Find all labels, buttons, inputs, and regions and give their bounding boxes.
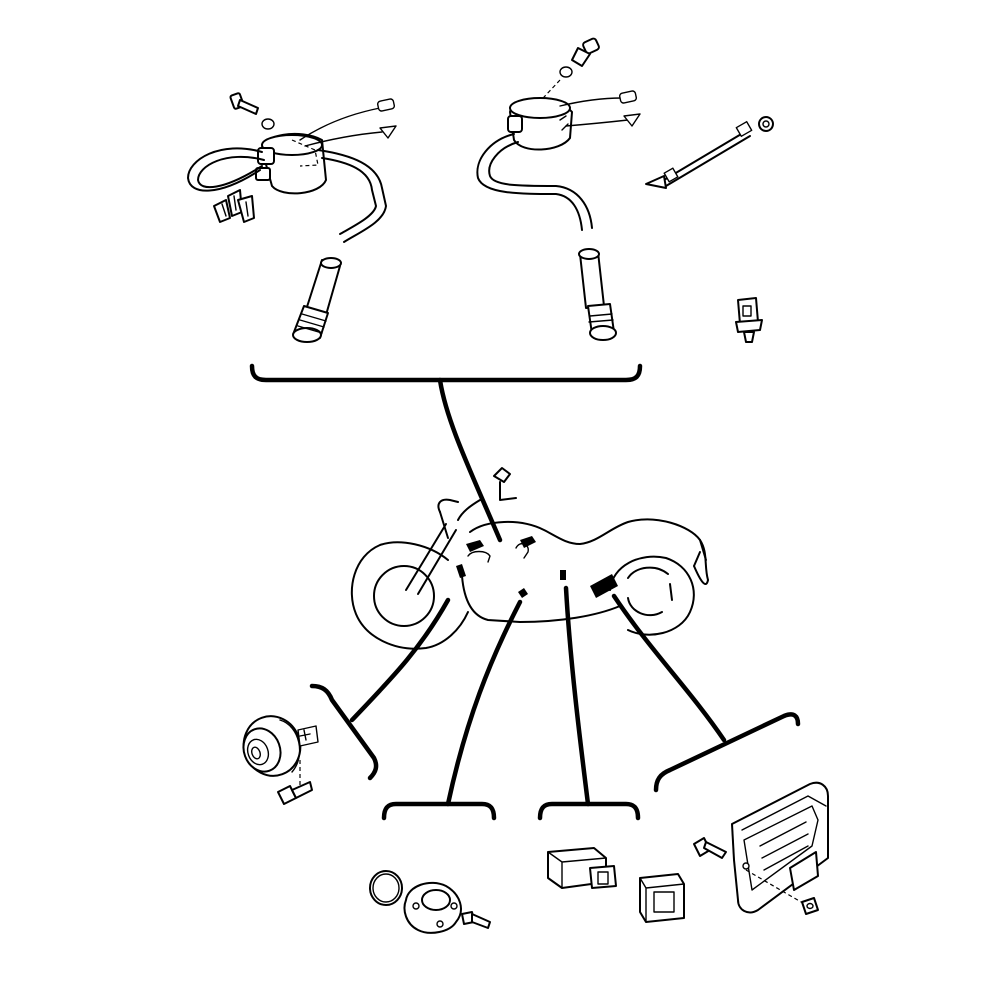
- coil-2-screw: [571, 37, 600, 67]
- wire-clip: [735, 297, 763, 343]
- coil-1-screw: [229, 92, 259, 115]
- horn-bolt: [277, 781, 313, 805]
- coil-1-plug-cap: [292, 257, 342, 343]
- bike-mark-coil-2: [520, 536, 536, 548]
- sensor-screw: [461, 911, 491, 929]
- coil-1-connector-b: [379, 125, 397, 139]
- relay-socket: [639, 873, 685, 923]
- bike-mark-rectifier: [590, 574, 618, 598]
- horn: [242, 715, 319, 805]
- coil-2-connector-b: [623, 113, 641, 127]
- bike-mark-sensor: [518, 588, 528, 598]
- ignition-coil-2: [476, 37, 641, 341]
- rectifier-regulator: [693, 781, 829, 915]
- ignition-coil-1: [187, 92, 397, 343]
- rectifier-nut: [801, 897, 819, 915]
- top-bracket: [249, 363, 643, 543]
- ground-lead: [645, 116, 774, 189]
- coil-2-washer: [559, 66, 573, 78]
- coil-1-washer: [261, 118, 275, 130]
- rectifier-bolt: [693, 837, 727, 859]
- bike-mark-relay: [560, 570, 566, 580]
- coil-1-connector-a: [376, 98, 396, 112]
- bike-mark-horn: [456, 564, 466, 578]
- relay: [547, 847, 685, 923]
- sensor: [369, 870, 491, 934]
- lower-leaders: [309, 585, 801, 821]
- coil-1-clip: [213, 189, 255, 223]
- bike-mark-coil-1: [466, 540, 484, 552]
- motorcycle-outline: [350, 467, 709, 650]
- coil-2-plug-cap: [578, 248, 617, 341]
- coil-2-connector-a: [618, 90, 638, 104]
